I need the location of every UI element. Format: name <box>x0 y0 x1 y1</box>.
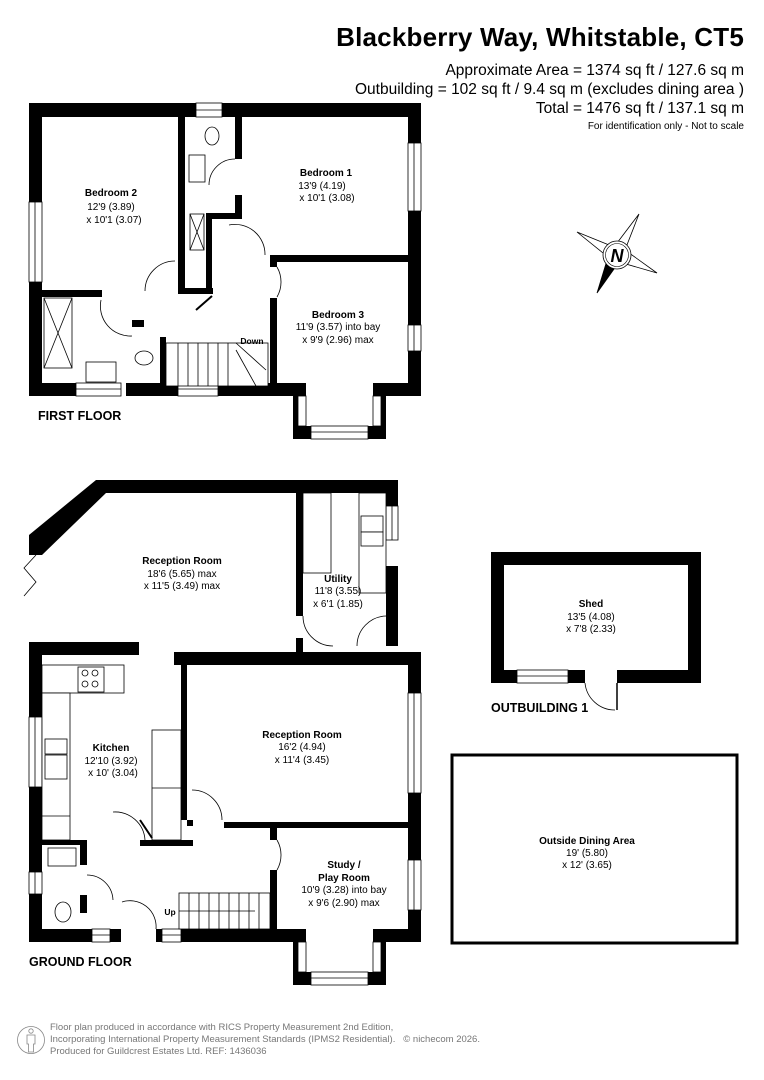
svg-text:10'9 (3.28) into bay: 10'9 (3.28) into bay <box>301 885 386 896</box>
svg-text:x 11'4 (3.45): x 11'4 (3.45) <box>275 755 330 766</box>
svg-text:Reception Room: Reception Room <box>142 556 222 567</box>
outbuilding-area: Outbuilding = 102 sq ft / 9.4 sq m (excl… <box>354 81 744 98</box>
svg-text:x 11'5 (3.49) max: x 11'5 (3.49) max <box>144 581 220 592</box>
svg-text:x 9'6 (2.90) max: x 9'6 (2.90) max <box>308 898 379 909</box>
footer-line-2: Incorporating International Property Mea… <box>50 1034 480 1045</box>
compass-north-label: N <box>611 246 625 266</box>
svg-text:Play Room: Play Room <box>318 873 370 884</box>
svg-text:x 6'1 (1.85): x 6'1 (1.85) <box>313 599 363 610</box>
svg-text:13'9 (4.19): 13'9 (4.19) <box>298 181 346 192</box>
scale-note: For identification only - Not to scale <box>587 121 744 132</box>
svg-text:18'6 (5.65) max: 18'6 (5.65) max <box>147 569 216 580</box>
svg-text:Kitchen: Kitchen <box>93 743 130 754</box>
svg-text:GROUND FLOOR: GROUND FLOOR <box>29 955 132 969</box>
outbuilding-plan <box>450 552 739 945</box>
svg-text:16'2 (4.94): 16'2 (4.94) <box>278 742 326 753</box>
svg-text:Bedroom 2: Bedroom 2 <box>85 188 138 199</box>
svg-text:11'9 (3.57) into bay: 11'9 (3.57) into bay <box>296 322 381 333</box>
svg-text:x 12' (3.65): x 12' (3.65) <box>562 860 612 871</box>
svg-text:Shed: Shed <box>579 599 603 610</box>
property-title: Blackberry Way, Whitstable, CT5 <box>336 22 744 52</box>
first-floor-labels: Bedroom 2 12'9 (3.89) x 10'1 (3.07) Bedr… <box>38 168 380 423</box>
svg-text:Bedroom 3: Bedroom 3 <box>312 310 365 321</box>
first-floor-fixtures <box>28 102 422 440</box>
copyright: © nichecom 2026. <box>403 1034 480 1045</box>
svg-text:OUTBUILDING 1: OUTBUILDING 1 <box>491 701 588 715</box>
outbuilding-labels: Shed 13'5 (4.08) x 7'8 (2.33) Outside Di… <box>491 599 635 871</box>
svg-text:FIRST FLOOR: FIRST FLOOR <box>38 409 121 423</box>
footer-line-3: Produced for Guildcrest Estates Ltd. REF… <box>50 1046 267 1057</box>
svg-text:x 9'9 (2.96) max: x 9'9 (2.96) max <box>302 335 373 346</box>
svg-text:Bedroom 1: Bedroom 1 <box>300 168 353 179</box>
svg-text:19' (5.80): 19' (5.80) <box>566 848 608 859</box>
footer-notice: Floor plan produced in accordance with R… <box>50 1022 480 1058</box>
svg-text:Reception Room: Reception Room <box>262 730 342 741</box>
svg-text:Utility: Utility <box>324 574 352 585</box>
approx-area: Approximate Area = 1374 sq ft / 127.6 sq… <box>445 62 744 79</box>
svg-text:11'8 (3.55): 11'8 (3.55) <box>315 586 362 597</box>
ground-floor-labels: Reception Room 18'6 (5.65) max x 11'5 (3… <box>29 556 387 969</box>
svg-text:13'5 (4.08): 13'5 (4.08) <box>567 612 615 623</box>
total-area: Total = 1476 sq ft / 137.1 sq m <box>535 100 744 117</box>
svg-text:x 10'1 (3.08): x 10'1 (3.08) <box>299 193 354 204</box>
svg-text:x 7'8 (2.33): x 7'8 (2.33) <box>566 624 616 635</box>
svg-text:x 10' (3.04): x 10' (3.04) <box>88 768 138 779</box>
svg-text:12'10 (3.92): 12'10 (3.92) <box>84 756 137 767</box>
svg-text:Up: Up <box>164 907 175 917</box>
footer-line-1: Floor plan produced in accordance with R… <box>50 1022 394 1033</box>
svg-text:12'9 (3.89): 12'9 (3.89) <box>87 202 135 213</box>
person-icon <box>17 1026 45 1054</box>
svg-text:Outside Dining Area: Outside Dining Area <box>539 836 635 847</box>
svg-text:x 10'1 (3.07): x 10'1 (3.07) <box>86 215 141 226</box>
svg-text:Study /: Study / <box>327 860 361 871</box>
svg-text:Down: Down <box>240 336 263 346</box>
ground-floor-fixtures <box>23 492 422 986</box>
compass-icon: N <box>576 213 658 294</box>
